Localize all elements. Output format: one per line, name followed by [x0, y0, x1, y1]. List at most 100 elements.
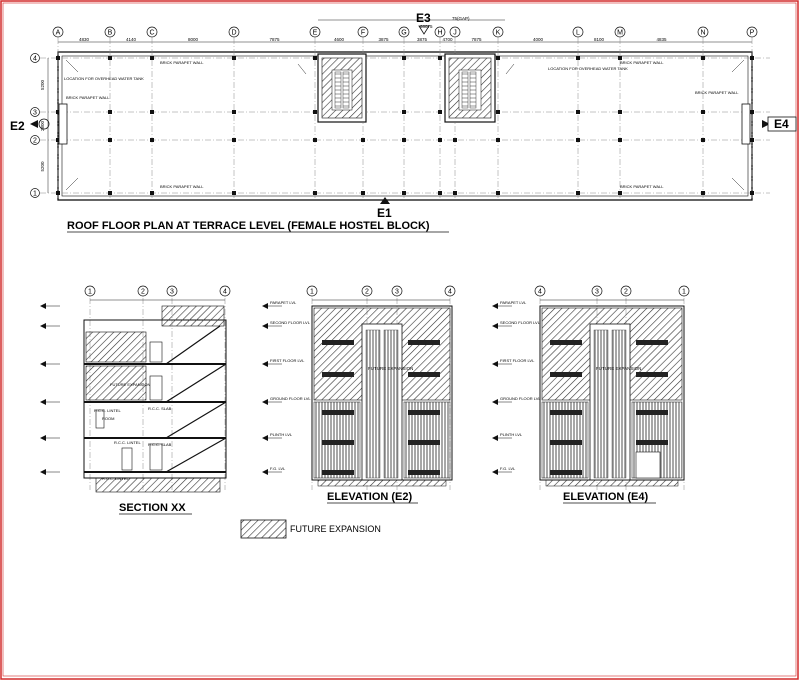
- e2-level-label: SECOND FLOOR LVL: [270, 320, 311, 325]
- column: [402, 138, 406, 142]
- svg-text:E2: E2: [10, 119, 25, 133]
- svg-text:D: D: [231, 30, 236, 37]
- legend: FUTURE EXPANSION: [240, 519, 381, 539]
- lintel-label: R.C.C. LINTEL: [94, 408, 121, 413]
- column: [701, 110, 705, 114]
- e4-level-label: F.G. LVL: [500, 466, 516, 471]
- svg-text:1: 1: [33, 191, 37, 198]
- plan-dimension: 4830: [79, 37, 90, 42]
- legend-hatch-swatch: [240, 519, 287, 539]
- column: [108, 56, 112, 60]
- room-label: ROOM: [102, 416, 114, 421]
- column: [750, 56, 754, 60]
- grid-bubble-b: B: [104, 26, 116, 38]
- column: [618, 110, 622, 114]
- column: [108, 191, 112, 195]
- water-tank-note-right: LOCATION FOR OVERHEAD WATER TANK: [548, 66, 628, 71]
- svg-text:G: G: [401, 30, 406, 37]
- slab-label: R.C.C. SLAB: [148, 406, 172, 411]
- svg-text:LOCATION FOR OVERHEAD WATER TA: LOCATION FOR OVERHEAD WATER TANK: [548, 66, 628, 71]
- svg-text:3: 3: [395, 289, 399, 296]
- column: [232, 56, 236, 60]
- grid-bubble-p: P: [746, 26, 758, 38]
- column: [150, 56, 154, 60]
- svg-text:4: 4: [33, 56, 37, 63]
- plan-opening-e4: [741, 103, 751, 145]
- lintel-label: R.C.C. LINTEL: [114, 440, 141, 445]
- plan-opening-e2: [58, 103, 68, 145]
- column: [438, 191, 442, 195]
- column: [402, 110, 406, 114]
- plan-dimension: 7875: [471, 37, 482, 42]
- svg-text:2: 2: [365, 289, 369, 296]
- svg-text:J: J: [453, 30, 457, 37]
- grid-bubble-k: K: [492, 26, 504, 38]
- plan-dimension: 4700: [442, 37, 453, 42]
- column: [576, 191, 580, 195]
- svg-text:3: 3: [595, 289, 599, 296]
- column: [313, 138, 317, 142]
- column: [438, 56, 442, 60]
- plan-dimension: 5200: [40, 161, 45, 172]
- plan-dimension: 2800: [40, 120, 45, 131]
- grid-bubble-m: M: [614, 26, 626, 38]
- svg-text:2: 2: [624, 289, 628, 296]
- svg-text:2: 2: [141, 289, 145, 296]
- section-caption: SECTION XX: [119, 502, 186, 514]
- svg-text:1: 1: [310, 289, 314, 296]
- grid-bubble-g: G: [398, 26, 410, 38]
- column: [453, 191, 457, 195]
- elevation-marker-e4: E4: [762, 116, 797, 132]
- e4-bubble-1: 1: [678, 285, 690, 297]
- section-bubble-3: 3: [166, 285, 178, 297]
- gap-note: 75(GAP): [452, 16, 470, 21]
- overall-dimension: 68075: [420, 24, 433, 29]
- column: [402, 191, 406, 195]
- plan-dimension: 8100: [594, 37, 605, 42]
- parapet-label: BRICK PARAPET WALL: [620, 184, 664, 189]
- svg-text:B: B: [108, 30, 113, 37]
- column: [438, 138, 442, 142]
- svg-text:K: K: [496, 30, 501, 37]
- plan-dimension: 3875: [417, 37, 428, 42]
- column: [701, 138, 705, 142]
- svg-text:LOCATION FOR OVERHEAD WATER TA: LOCATION FOR OVERHEAD WATER TANK: [64, 76, 144, 81]
- column: [496, 138, 500, 142]
- plan-dimension: 4600: [334, 37, 345, 42]
- column: [750, 191, 754, 195]
- column: [576, 56, 580, 60]
- lintel-label: R.C.C. LINTEL: [102, 476, 129, 481]
- parapet-label: BRICK PARAPET WALL: [695, 90, 739, 95]
- column: [402, 56, 406, 60]
- column: [453, 138, 457, 142]
- svg-text:1: 1: [88, 289, 92, 296]
- column: [750, 138, 754, 142]
- plan-title: ROOF FLOOR PLAN AT TERRACE LEVEL (FEMALE…: [67, 220, 430, 232]
- e2-future-label: FUTURE EXPANSION: [368, 366, 413, 371]
- section-bubble-1: 1: [84, 285, 96, 297]
- column: [313, 56, 317, 60]
- grid-bubble-e: E: [309, 26, 321, 38]
- column: [496, 110, 500, 114]
- column: [232, 138, 236, 142]
- grid-bubble-c: C: [146, 26, 158, 38]
- parapet-label: BRICK PARAPET WALL: [160, 184, 204, 189]
- e4-future-label: FUTURE EXPANSION: [596, 366, 641, 371]
- column: [150, 138, 154, 142]
- svg-text:M: M: [617, 30, 623, 37]
- svg-text:4: 4: [448, 289, 452, 296]
- column: [576, 110, 580, 114]
- svg-text:2: 2: [33, 138, 37, 145]
- grid-bubble-j: J: [449, 26, 461, 38]
- grid-bubble-d: D: [228, 26, 240, 38]
- plan-dimension: 3875: [378, 37, 389, 42]
- column: [438, 110, 442, 114]
- e2-level-label: PLINTH LVL: [270, 432, 293, 437]
- svg-text:E3: E3: [416, 11, 431, 25]
- row-bubble-4: 4: [30, 53, 40, 63]
- column: [108, 110, 112, 114]
